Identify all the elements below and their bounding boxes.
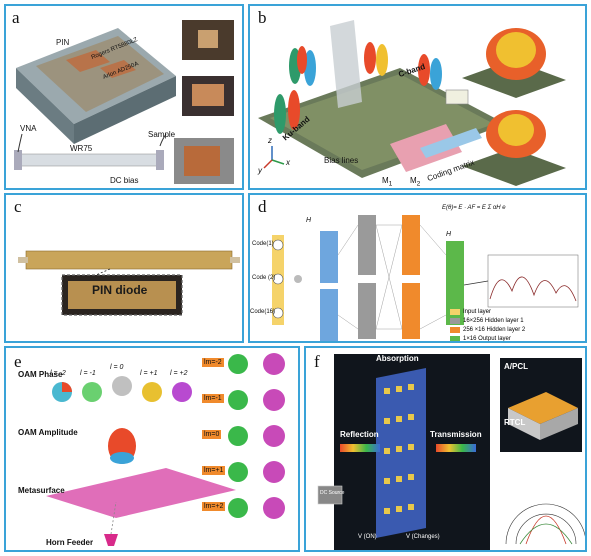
absorption-label: Absorption	[376, 354, 419, 363]
panel-c-illustration	[18, 250, 240, 316]
code1-label: Code(1)	[252, 241, 274, 247]
panel-d-network	[272, 215, 579, 341]
reflection-label: Reflection	[340, 430, 379, 439]
vna-label: VNA	[20, 124, 37, 133]
metasurface-label: Metasurface	[18, 486, 65, 495]
phase-mode-label: l = -2	[50, 370, 66, 377]
axis-y-label: y	[258, 166, 262, 175]
axis-x-label: x	[286, 158, 290, 167]
bias-lines-label: Bias lines	[324, 156, 359, 165]
panel-b: b C-band Ku-band Bias lines Coding matri…	[248, 4, 587, 190]
pin-label: PIN	[56, 38, 70, 47]
legend-label: 1×16 Output layer	[463, 335, 511, 342]
panel-c: c PIN diode	[4, 193, 244, 343]
legend-item: 16×256 Hidden layer 1	[450, 316, 525, 325]
rtcl-label: RTCL	[504, 418, 526, 427]
hinc-label: H	[306, 217, 312, 224]
apcl-label: A/PCL	[504, 362, 528, 371]
legend-item: 1×16 Output layer	[450, 334, 525, 342]
panel-b-illustration	[258, 20, 566, 186]
lm-mode-label: lm=-2	[202, 358, 224, 367]
transmission-label: Transmission	[430, 430, 482, 439]
panel-e-illustration	[46, 353, 285, 546]
panel-a: a PIN Rogers RT5880LZ Arlon AD250A VNA S…	[4, 4, 244, 190]
oam-phase-label: OAM Phase	[18, 370, 63, 379]
panel-a-illustration	[14, 20, 234, 184]
formula-label: E(θ)= E · AF = E Σ αH e	[442, 205, 506, 211]
legend-label: Input layer	[463, 308, 492, 315]
horn-feeder-label: Horn Feeder	[46, 538, 94, 547]
lm-mode-label: lm=+2	[202, 502, 226, 511]
panel-a-letter: a	[12, 8, 20, 27]
panel-d: d E(θ)= E · AF = E Σ αH e Code(1) Code (…	[248, 193, 587, 343]
oam-amplitude-label: OAM Amplitude	[18, 428, 78, 437]
phase-mode-label: l = +2	[170, 370, 188, 377]
v2-label: V (Changes)	[406, 534, 440, 540]
v1-label: V (ON)	[358, 534, 377, 540]
legend-item: Input layer	[450, 307, 525, 316]
panel-f: f Absorption Reflection Transmission DC …	[304, 346, 587, 552]
panel-e: e OAM Phase OAM Amplitude Metasurface Ho…	[4, 346, 300, 552]
phase-mode-label: l = 0	[110, 364, 124, 371]
phase-mode-label: l = +1	[140, 370, 158, 377]
panel-c-letter: c	[14, 197, 22, 216]
hout-label: H	[446, 231, 452, 238]
lm-mode-label: lm=-1	[202, 394, 224, 403]
panel-e-letter: e	[14, 352, 22, 371]
legend-swatch	[450, 308, 460, 315]
phase-mode-label: l = -1	[80, 370, 96, 377]
m1-label: M1	[382, 176, 393, 188]
legend-swatch	[450, 317, 460, 324]
legend-swatch	[450, 326, 460, 333]
panel-d-letter: d	[258, 197, 267, 216]
legend-swatch	[450, 335, 460, 341]
wr75-label: WR75	[70, 144, 93, 153]
dc-source-label: DC Source	[320, 490, 345, 496]
panel-f-letter: f	[314, 352, 320, 371]
pin-diode-label: PIN diode	[92, 283, 148, 297]
legend: Input layer 16×256 Hidden layer 1 256 ×1…	[450, 307, 525, 342]
axis-z-label: z	[268, 136, 272, 145]
panel-f-illustration	[317, 354, 585, 550]
legend-label: 256 ×16 Hidden layer 2	[463, 326, 526, 333]
code16-label: Code(16)	[250, 309, 276, 315]
m2-label: M2	[410, 176, 421, 188]
legend-label: 16×256 Hidden layer 1	[463, 317, 524, 324]
legend-item: 256 ×16 Hidden layer 2	[450, 325, 525, 334]
dc-bias-label: DC bias	[110, 176, 139, 185]
panel-b-letter: b	[258, 8, 267, 27]
lm-mode-label: lm=+1	[202, 466, 226, 475]
code2-label: Code (2)	[252, 275, 276, 281]
lm-mode-label: lm=0	[202, 430, 222, 439]
sample-label: Sample	[148, 130, 176, 139]
